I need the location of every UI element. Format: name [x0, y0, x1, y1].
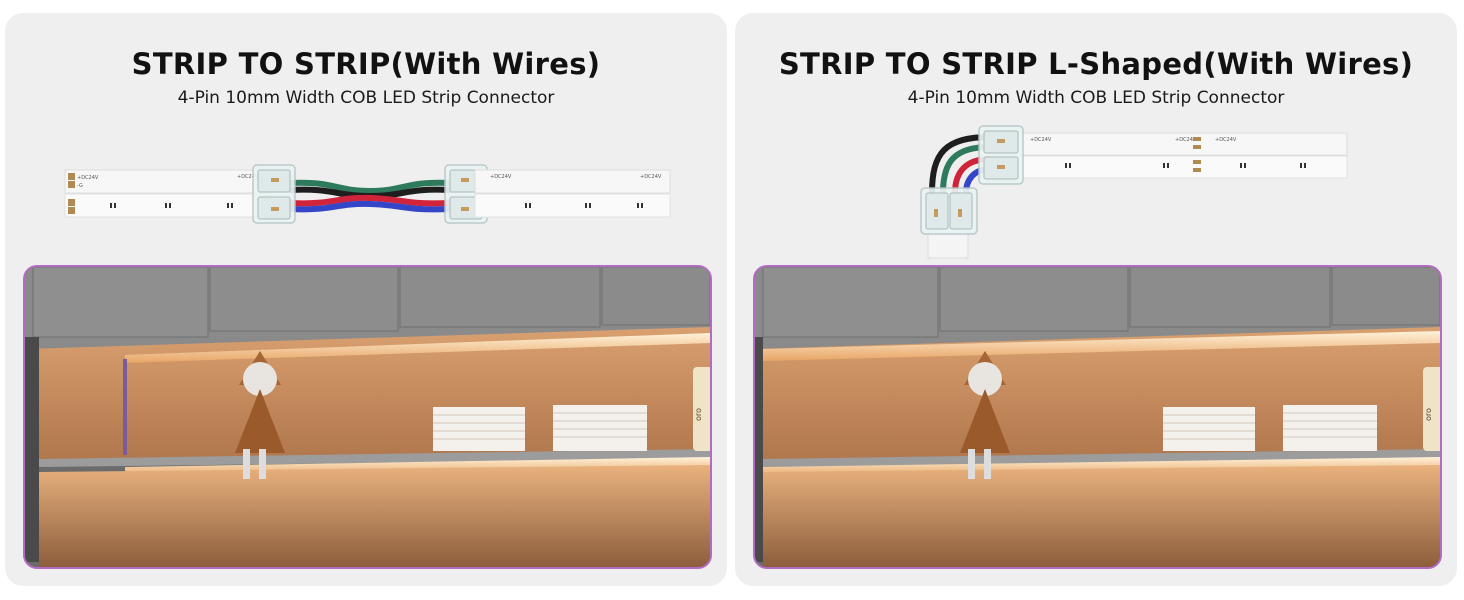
- l-shaped-connector-panel: STRIP TO STRIP L-Shaped(With Wires) 4-Pi…: [735, 13, 1457, 586]
- strip-voltage-label: +DC24V: [1215, 137, 1237, 143]
- led-strip-left: +DC24V -G +DC24V: [64, 169, 271, 218]
- panel-title: STRIP TO STRIP L-Shaped(With Wires): [778, 47, 1414, 81]
- strip-minus-label: -G: [77, 183, 83, 189]
- straight-connector-panel: STRIP TO STRIP(With Wires) 4-Pin 10mm Wi…: [5, 13, 727, 586]
- figurine: [960, 351, 1010, 479]
- connector-clip-horizontal: [978, 125, 1024, 185]
- strip-voltage-label: +DC24V: [640, 174, 662, 180]
- strip-voltage-label: +DC24V: [490, 174, 512, 180]
- panel-title: STRIP TO STRIP(With Wires): [131, 47, 601, 81]
- connector-clip-vertical: [920, 187, 978, 235]
- strip-voltage-label: +DC24V: [237, 174, 259, 180]
- straight-connector-diagram: +DC24V -G +DC24V: [64, 164, 671, 224]
- panel-subtitle: 4-Pin 10mm Width COB LED Strip Connector: [177, 88, 555, 108]
- plate-stack-1: [433, 407, 525, 451]
- bottle: oro: [1423, 367, 1440, 451]
- led-strip-horizontal: +DC24V +DC24V +DC24V: [1014, 132, 1348, 179]
- strip-voltage-label: +DC24V: [1175, 137, 1197, 143]
- plate-stack-2: [1283, 405, 1377, 451]
- kitchen-scene-photo: oro: [753, 265, 1442, 569]
- bottle: oro: [693, 367, 710, 451]
- bottle-label: oro: [1424, 408, 1433, 421]
- strip-voltage-label: +DC24V: [77, 175, 99, 181]
- kitchen-scene-photo: oro: [23, 265, 712, 569]
- plate-stack-1: [1163, 407, 1255, 451]
- figurine: [235, 351, 285, 479]
- connector-wires: [287, 179, 453, 213]
- l-shaped-connector-diagram: +DC24V +DC24V +DC24V: [920, 125, 1348, 259]
- led-strip-right: +DC24V +DC24V: [474, 169, 671, 218]
- panel-subtitle: 4-Pin 10mm Width COB LED Strip Connector: [907, 88, 1285, 108]
- connector-clip-left: [252, 164, 296, 224]
- plate-stack-2: [553, 405, 647, 451]
- strip-voltage-label: +DC24V: [1030, 137, 1052, 143]
- bottle-label: oro: [694, 408, 703, 421]
